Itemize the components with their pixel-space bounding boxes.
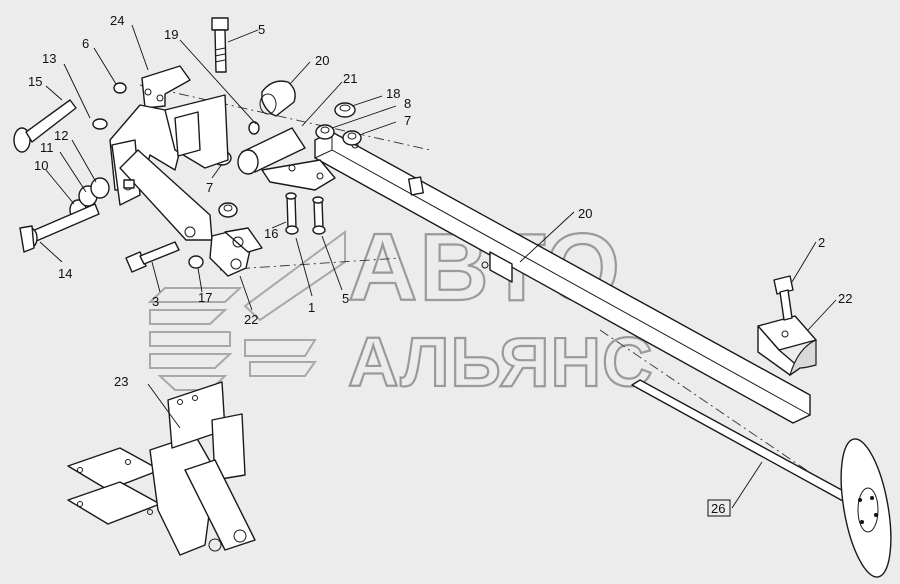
callout: 1 <box>308 300 315 315</box>
bolt-2 <box>773 275 794 321</box>
callout: 14 <box>58 266 72 281</box>
callout: 21 <box>343 71 357 86</box>
bolt-3 <box>125 241 180 273</box>
clevis-22 <box>209 227 263 277</box>
callout: 15 <box>28 74 42 89</box>
callout: 17 <box>198 290 212 305</box>
callout: 8 <box>404 96 411 111</box>
callout: 20 <box>315 53 329 68</box>
callout: 10 <box>34 158 48 173</box>
callout: 13 <box>42 51 56 66</box>
callout: 26 <box>711 501 725 516</box>
callout: 12 <box>54 128 68 143</box>
cap-19 <box>259 80 296 117</box>
clamp <box>757 315 817 377</box>
pin-assembly <box>13 99 110 253</box>
callout: 24 <box>110 13 124 28</box>
callout: 19 <box>164 27 178 42</box>
callout: 23 <box>114 374 128 389</box>
axis-line <box>139 84 431 151</box>
callout: 22 <box>838 291 852 306</box>
pipe-20 <box>237 127 336 191</box>
callout: 5 <box>342 291 349 306</box>
callout: 7 <box>206 180 213 195</box>
bolt-4 <box>211 17 229 73</box>
callout: 5 <box>258 22 265 37</box>
watermark-text-2: АЛЬЯНС <box>348 323 654 401</box>
callout-labels: 24 6 13 15 12 11 10 14 19 5 20 21 18 8 7… <box>28 13 852 517</box>
leader-lines <box>39 24 837 509</box>
callout: 22 <box>244 312 258 327</box>
callout: 18 <box>386 86 400 101</box>
callout: 16 <box>264 226 278 241</box>
callout: 11 <box>40 140 54 155</box>
callout: 6 <box>82 36 89 51</box>
callout: 3 <box>152 294 159 309</box>
bolts-15-5 <box>285 192 326 235</box>
callout: 20 <box>578 206 592 221</box>
axle-rod <box>631 379 892 578</box>
lower-bracket-24 <box>67 381 256 556</box>
callout: 7 <box>404 113 411 128</box>
upper-bracket <box>109 65 229 241</box>
callout: 2 <box>818 235 825 250</box>
callout-box <box>707 499 731 517</box>
